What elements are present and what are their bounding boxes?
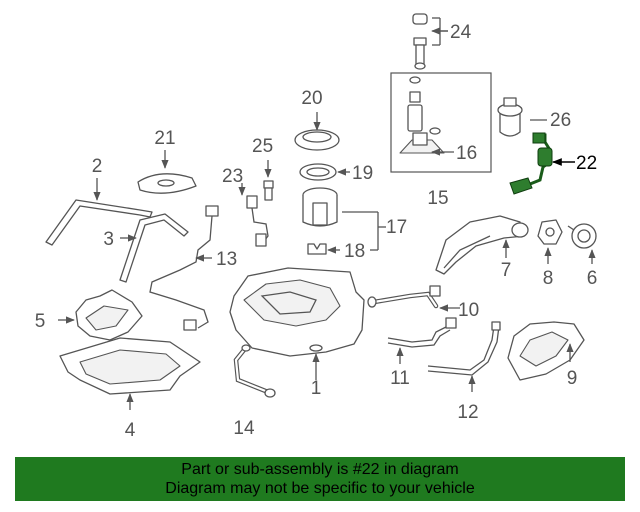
callout-8: 8 (543, 268, 554, 289)
callout-4: 4 (125, 420, 136, 441)
callout-3: 3 (103, 229, 114, 250)
part-13-sensor-cable (149, 205, 219, 331)
callout-17: 17 (386, 217, 407, 238)
callout-13: 13 (216, 249, 237, 270)
callout-23: 23 (222, 166, 243, 187)
part-4-skid-plate (59, 337, 201, 410)
part-12-vent-pipe (427, 321, 501, 392)
callout-11: 11 (390, 368, 410, 389)
part-19-seal (299, 163, 350, 181)
part-14-hose (233, 344, 276, 398)
callout-2: 2 (92, 156, 103, 177)
callout-12: 12 (457, 402, 478, 423)
callout-14: 14 (233, 418, 255, 439)
callout-18: 18 (344, 241, 365, 262)
part-21-cover (137, 150, 197, 194)
callout-25: 25 (252, 136, 273, 157)
callout-19: 19 (352, 163, 373, 184)
part-18-clip (307, 243, 378, 255)
part-5-heat-shield (58, 289, 143, 341)
part-11-pipe (387, 317, 457, 364)
callout-21: 21 (154, 128, 175, 149)
callout-24: 24 (450, 22, 472, 43)
callout-9: 9 (567, 368, 578, 389)
part-10-filler-hose (367, 285, 460, 312)
part-17-fuel-pump (302, 187, 386, 250)
info-banner: Part or sub-assembly is #22 in diagram D… (15, 457, 625, 501)
callout-10: 10 (458, 300, 479, 321)
part-25-bolt (263, 160, 274, 201)
part-7-filler-neck (435, 215, 529, 275)
part-22-fuel-sensor (509, 132, 575, 195)
callout-20: 20 (301, 88, 322, 109)
part-6-fuel-cap (567, 223, 597, 264)
callout-15: 15 (427, 188, 448, 209)
callout-6: 6 (587, 268, 598, 289)
part-3-strap (119, 213, 189, 283)
parts-diagram: 1 2 3 4 5 6 7 8 9 10 11 12 13 14 15 16 1… (35, 13, 598, 441)
part-20-lock-ring (294, 112, 340, 151)
callout-1: 1 (311, 378, 322, 399)
part-9-splash-shield (507, 321, 585, 381)
callout-16: 16 (456, 143, 477, 164)
banner-line-1: Part or sub-assembly is #22 in diagram (181, 461, 459, 478)
banner-line-2: Diagram may not be specific to your vehi… (165, 480, 475, 497)
part-26-filter (497, 97, 547, 137)
callout-22: 22 (576, 153, 597, 174)
part-8-bracket (537, 219, 563, 264)
part-1-fuel-tank (229, 267, 365, 380)
callout-7: 7 (501, 260, 512, 281)
part-24-bolt (412, 13, 448, 70)
callout-5: 5 (35, 311, 46, 332)
callout-26: 26 (550, 110, 571, 131)
part-23-harness (238, 183, 269, 247)
